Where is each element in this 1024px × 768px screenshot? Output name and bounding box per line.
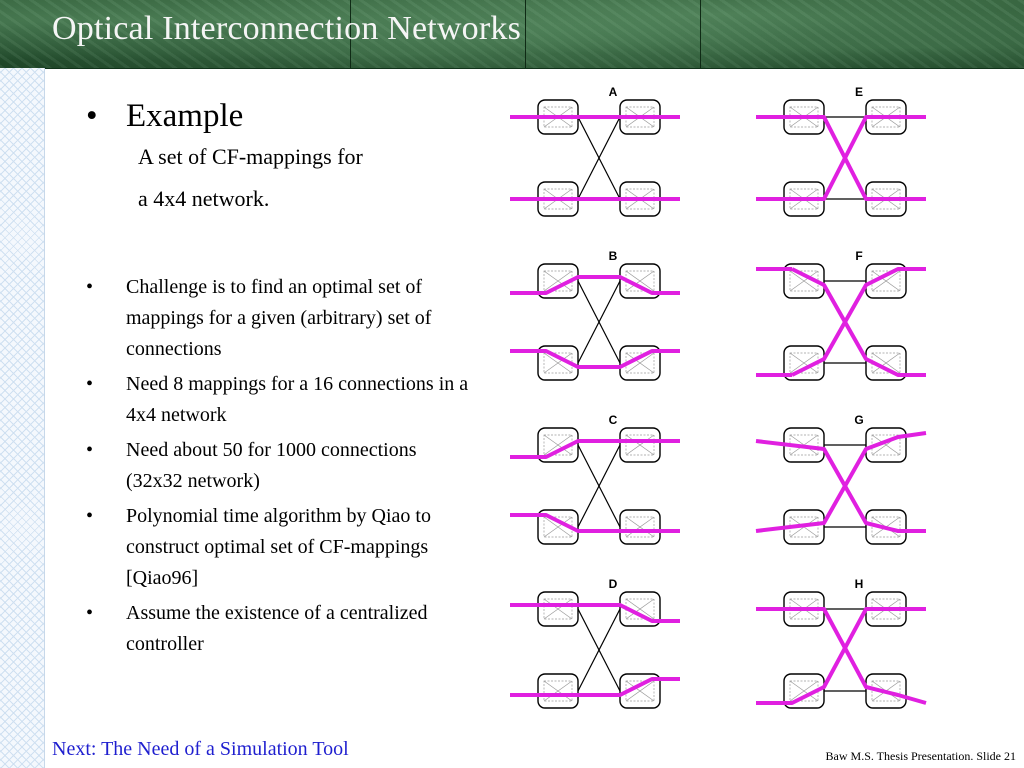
cf-mapping-panel: F — [756, 249, 926, 381]
description-line: A set of CF-mappings for — [138, 144, 363, 169]
switch-cross — [871, 352, 901, 374]
description-line: a 4x4 network. — [138, 186, 270, 211]
switch-cross — [789, 680, 819, 702]
panel-label: H — [855, 577, 864, 591]
switch-cross — [625, 598, 655, 620]
connection-route — [510, 275, 680, 295]
header-divider — [700, 0, 701, 68]
list-item: • Assume the existence of a centralized … — [86, 598, 476, 660]
example-description: A set of CF-mappings for a 4x4 network. — [86, 136, 466, 220]
connection-route — [791, 267, 926, 377]
connection-route — [756, 607, 926, 705]
switch-cross — [543, 434, 573, 456]
switch-cross — [625, 680, 655, 702]
switch-inner — [543, 680, 573, 702]
cf-mapping-panel: E — [756, 85, 926, 217]
switch-cross — [625, 270, 655, 292]
cf-mapping-panel: A — [510, 85, 680, 217]
switch-cross — [543, 270, 573, 292]
switch-inner — [543, 270, 573, 292]
connection-route — [755, 439, 926, 533]
interconnect-line — [577, 444, 621, 528]
switch-inner — [543, 516, 573, 538]
switch-inner — [625, 516, 655, 538]
bullet-list: • Challenge is to find an optimal set of… — [86, 272, 476, 664]
left-decorative-strip — [0, 68, 45, 768]
panel-label: D — [609, 577, 618, 591]
switch-inner — [543, 434, 573, 456]
switch-cross — [789, 352, 819, 374]
switch-cross — [543, 680, 573, 702]
switch-cross — [625, 352, 655, 374]
cf-mappings-diagram: A B C D E F G H — [510, 85, 927, 709]
switch-inner — [543, 598, 573, 620]
list-item: • Challenge is to find an optimal set of… — [86, 272, 476, 365]
switch-inner — [871, 516, 901, 538]
list-item-text: Need 8 mappings for a 16 connections in … — [126, 373, 469, 426]
bullet-dot-icon: • — [86, 439, 94, 461]
bullet-dot-icon: • — [86, 98, 98, 134]
header-divider — [350, 0, 351, 68]
connection-route — [510, 349, 680, 369]
bullet-dot-icon: • — [86, 276, 94, 298]
example-heading: Example — [126, 98, 244, 134]
connection-route — [756, 115, 926, 201]
switch-inner — [625, 434, 655, 456]
list-item: • Polynomial time algorithm by Qiao to c… — [86, 501, 476, 594]
switch-cross — [789, 270, 819, 292]
list-item-text: Challenge is to find an optimal set of m… — [126, 276, 432, 360]
interconnect-line — [577, 116, 621, 200]
bullet-dot-icon: • — [86, 505, 94, 527]
cf-mappings-figure: A B C D E F G H — [510, 85, 950, 722]
list-item-text: Polynomial time algorithm by Qiao to con… — [126, 505, 431, 589]
example-bullet: • Example — [86, 96, 466, 136]
header-divider — [525, 0, 526, 68]
connection-route — [510, 513, 680, 533]
switch-cross — [543, 516, 573, 538]
panel-label: G — [854, 413, 863, 427]
connection-route — [755, 431, 927, 533]
connection-route — [510, 677, 680, 697]
next-slide-link[interactable]: Next: The Need of a Simulation Tool — [52, 738, 349, 760]
cf-mapping-panel: D — [510, 577, 680, 709]
switch-inner — [789, 270, 819, 292]
switch-inner — [789, 680, 819, 702]
switch-cross — [625, 516, 655, 538]
cf-mapping-panel: C — [510, 413, 680, 545]
cf-mapping-panel: B — [510, 249, 680, 381]
main-content: • Example A set of CF-mappings for a 4x4… — [86, 96, 466, 220]
switch-cross — [625, 434, 655, 456]
switch-cross — [543, 352, 573, 374]
list-item-text: Assume the existence of a centralized co… — [126, 602, 428, 655]
bullet-dot-icon: • — [86, 373, 94, 395]
slide-title: Optical Interconnection Networks — [52, 10, 522, 47]
list-item-text: Need about 50 for 1000 connections (32x3… — [126, 439, 417, 492]
cf-mapping-panel: G — [755, 413, 927, 545]
connection-route — [510, 603, 680, 623]
list-item: • Need 8 mappings for a 16 connections i… — [86, 369, 476, 431]
interconnect-line — [577, 280, 621, 364]
connection-route — [510, 439, 680, 459]
panel-label: E — [855, 86, 863, 99]
panel-label: A — [609, 86, 618, 99]
interconnect-line — [577, 608, 621, 692]
panel-label: C — [609, 413, 618, 427]
slide-footer-info: Baw M.S. Thesis Presentation. Slide 21 — [825, 749, 1016, 763]
switch-inner — [543, 352, 573, 374]
cf-mapping-panel: H — [756, 577, 927, 709]
connection-route — [756, 607, 927, 705]
panel-label: F — [855, 249, 862, 263]
switch-inner — [789, 352, 819, 374]
switch-inner — [871, 680, 901, 702]
list-item: • Need about 50 for 1000 connections (32… — [86, 435, 476, 497]
bullet-dot-icon: • — [86, 602, 94, 624]
switch-cross — [871, 270, 901, 292]
slide-header: Optical Interconnection Networks — [0, 0, 1024, 69]
panel-label: B — [609, 249, 618, 263]
switch-cross — [543, 598, 573, 620]
connection-route — [791, 267, 926, 377]
